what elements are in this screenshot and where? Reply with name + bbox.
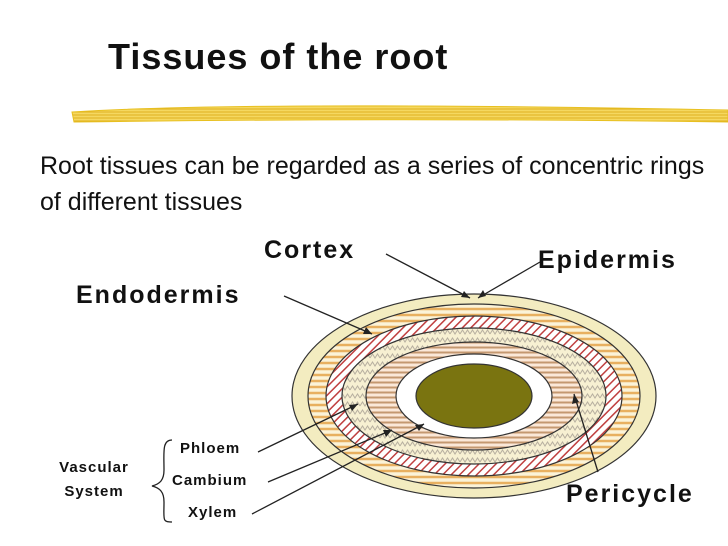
epidermis-leader <box>477 261 541 299</box>
xylem-arrowhead <box>415 424 424 431</box>
epidermis-arrowhead <box>478 290 486 298</box>
cortex-leader <box>385 253 471 299</box>
pericycle-arrowhead <box>572 394 579 404</box>
cambium-label: Cambium <box>172 472 248 489</box>
epidermis-label: Epidermis <box>538 246 677 274</box>
xylem-core <box>415 363 533 429</box>
pericycle-label: Pericycle <box>566 480 694 508</box>
cortex-arrowhead <box>461 291 470 298</box>
endodermis-arrowhead <box>363 327 372 334</box>
slide-title: Tissues of the root <box>108 36 449 77</box>
phloem-label: Phloem <box>180 440 241 457</box>
xylem-label: Xylem <box>188 504 238 521</box>
vascular-system-label: Vascular System <box>59 459 129 500</box>
slide-subtitle: Root tissues can be regarded as a series… <box>40 152 705 216</box>
pericycle-leader <box>573 393 599 473</box>
phloem-leader <box>257 403 359 453</box>
xylem-leader <box>251 423 425 515</box>
cambium-leader <box>267 429 393 483</box>
title-underline <box>71 105 728 123</box>
cambium-arrowhead <box>383 430 392 437</box>
endodermis-label: Endodermis <box>76 281 241 309</box>
endodermis-leader <box>283 295 373 335</box>
phloem-arrowhead <box>349 404 358 411</box>
vascular-brace <box>151 439 173 523</box>
cortex-label: Cortex <box>264 236 356 264</box>
